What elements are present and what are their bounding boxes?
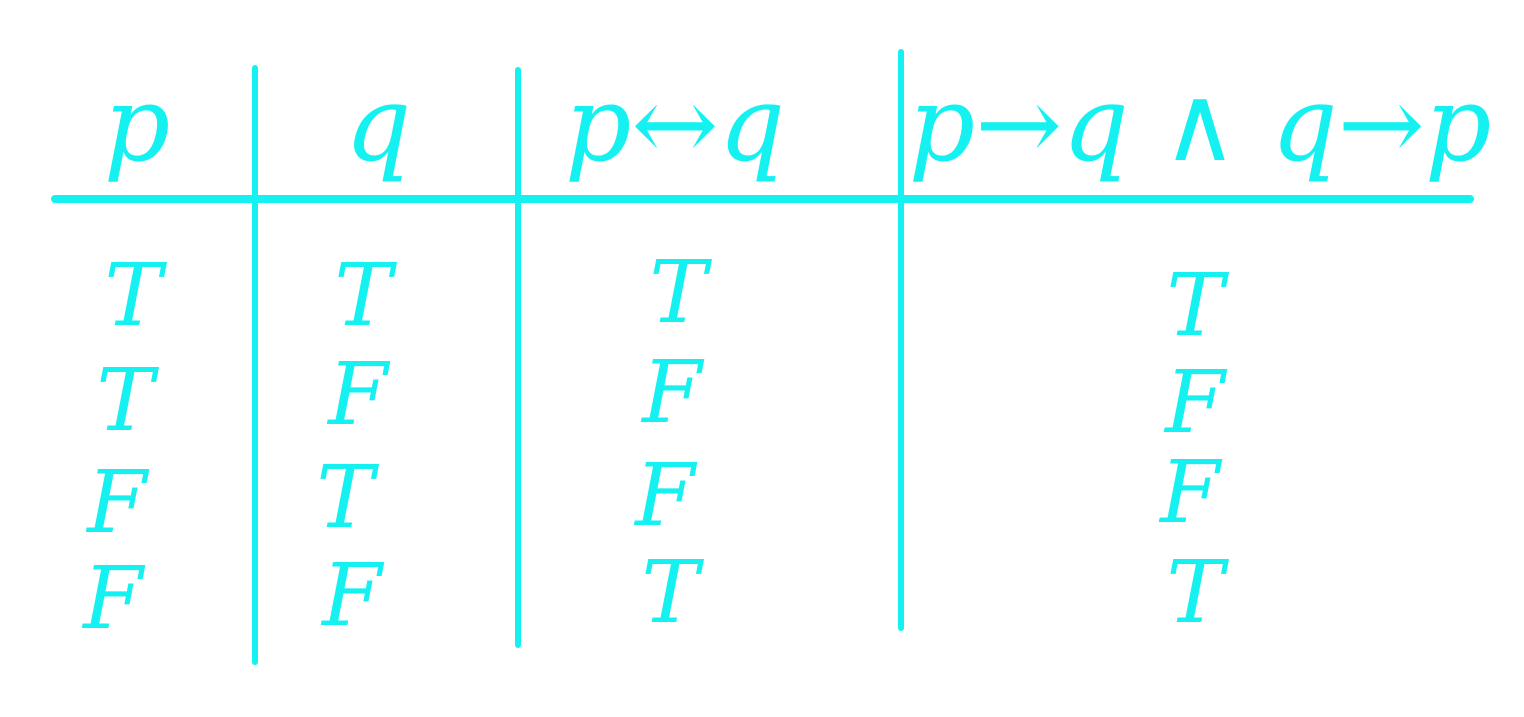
table-cell: F	[1163, 353, 1228, 453]
header-cell-p: p	[104, 63, 171, 185]
table-cell: T	[104, 246, 167, 346]
table-cell: F	[640, 343, 705, 443]
header-cell-biconditional: p↔q	[565, 63, 785, 185]
table-cell: T	[1166, 543, 1229, 643]
table-cell: T	[316, 448, 379, 548]
truth-table-body: T T T T T F F F F T F F F F T T	[81, 243, 1229, 649]
table-cell: F	[326, 345, 391, 445]
table-cell: F	[81, 549, 146, 649]
table-cell: F	[85, 453, 150, 553]
table-row: F T F F	[85, 443, 1223, 553]
table-row: F F T T	[81, 543, 1229, 649]
table-row: T F F F	[96, 343, 1228, 453]
table-cell: F	[1158, 443, 1223, 543]
table-cell: F	[320, 546, 385, 646]
header-cell-conjunction-of-implications: p→q ∧ q→p	[909, 63, 1492, 185]
table-cell: T	[1166, 256, 1229, 356]
table-cell: T	[641, 543, 704, 643]
table-cell: F	[633, 446, 698, 546]
table-cell: T	[96, 351, 159, 451]
table-row: T T T T	[104, 243, 1229, 356]
table-cell: T	[334, 246, 397, 346]
table-cell: T	[649, 243, 712, 343]
header-cell-q: q	[345, 63, 412, 185]
truth-table-grid	[51, 49, 1474, 665]
truth-table-header-row: p q p↔q p→q ∧ q→p	[104, 63, 1492, 185]
